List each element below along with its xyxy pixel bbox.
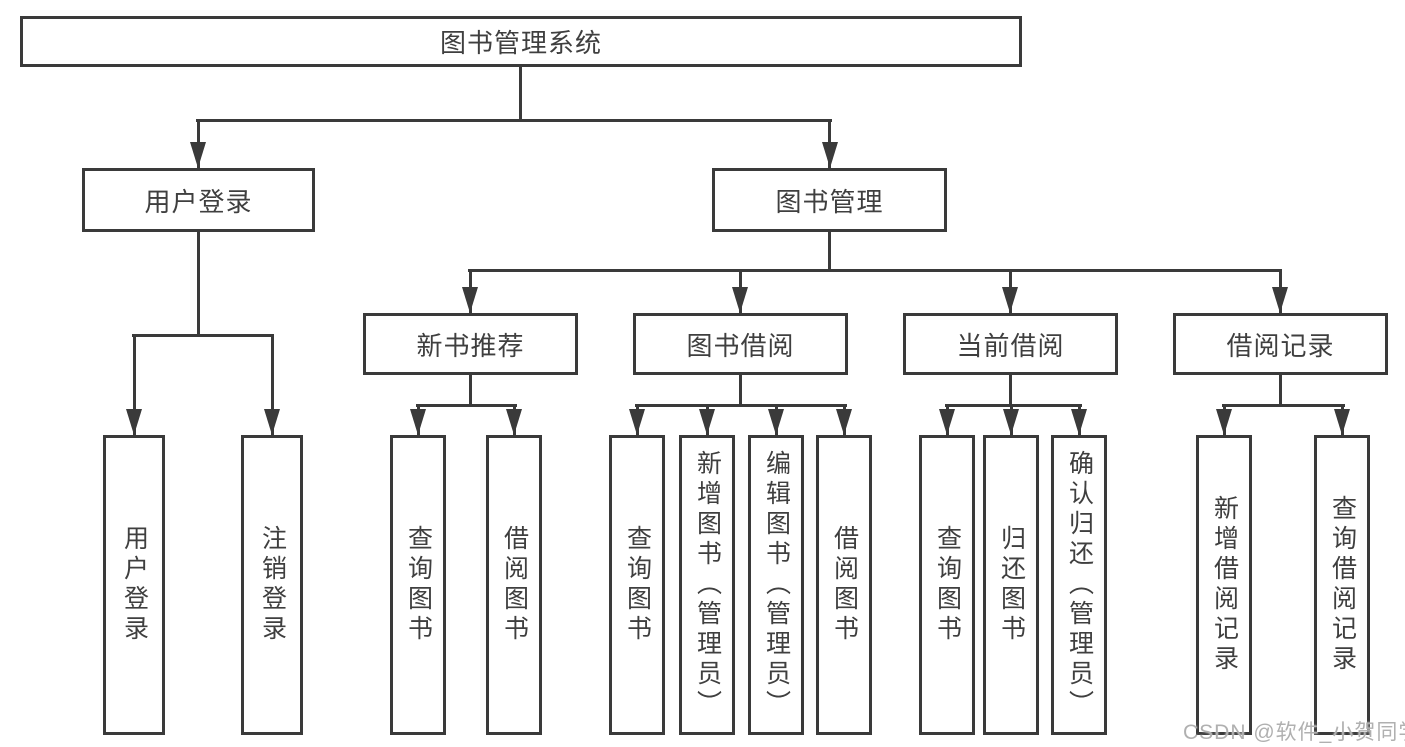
connector-root-bar	[196, 119, 832, 122]
connector-new-books-bar	[416, 404, 517, 407]
arrowhead-bb-add	[699, 409, 715, 435]
arrowhead-bb-edit	[768, 409, 784, 435]
connector-root-stem	[519, 65, 522, 121]
arrowhead-book-mgmt	[822, 142, 838, 168]
arrowhead-cb-confirm	[1071, 409, 1087, 435]
leaf-bb-query-books-label: 查询图书	[623, 525, 652, 645]
connector-new-books-stem	[469, 373, 472, 406]
leaf-bb-add-books-admin-label: 新增图书（管理员）	[693, 450, 722, 720]
leaf-br-query-record-label: 查询借阅记录	[1328, 495, 1357, 675]
arrowhead-cb-return	[1003, 409, 1019, 435]
arrowhead-user-login	[190, 142, 206, 168]
arrowhead-bb-query	[629, 409, 645, 435]
node-current-borrow: 当前借阅	[903, 313, 1118, 375]
connector-drop-login-leaf	[133, 334, 136, 435]
node-book-borrow-label: 图书借阅	[686, 330, 795, 361]
node-new-books-label: 新书推荐	[416, 330, 525, 361]
arrowhead-borrow-records	[1272, 287, 1288, 313]
node-user-login: 用户登录	[82, 168, 315, 232]
arrowhead-current-borrow	[1002, 287, 1018, 313]
leaf-cb-return-books: 归还图书	[983, 435, 1039, 735]
leaf-bb-borrow-books-label: 借阅图书	[830, 525, 859, 645]
arrowhead-logout-leaf	[264, 409, 280, 435]
connector-book-mgmt-stem	[828, 230, 831, 271]
leaf-nb-borrow-books: 借阅图书	[486, 435, 542, 735]
node-book-borrow: 图书借阅	[633, 313, 848, 375]
leaf-bb-edit-books-admin: 编辑图书（管理员）	[748, 435, 804, 735]
arrowhead-cb-query	[939, 409, 955, 435]
connector-drop-logout-leaf	[271, 334, 274, 435]
leaf-bb-borrow-books: 借阅图书	[816, 435, 872, 735]
leaf-nb-borrow-books-label: 借阅图书	[500, 525, 529, 645]
connector-book-mgmt-bar	[468, 269, 1282, 272]
leaf-user-login-label: 用户登录	[120, 525, 149, 645]
leaf-cb-return-books-label: 归还图书	[997, 525, 1026, 645]
leaf-nb-query-books: 查询图书	[390, 435, 446, 735]
connector-user-login-stem	[197, 230, 200, 337]
arrowhead-br-add	[1216, 409, 1232, 435]
leaf-cb-query-books: 查询图书	[919, 435, 975, 735]
leaf-bb-add-books-admin: 新增图书（管理员）	[679, 435, 735, 735]
connector-book-borrow-stem	[739, 373, 742, 406]
connector-book-borrow-bar	[635, 404, 847, 407]
leaf-br-add-record-label: 新增借阅记录	[1210, 495, 1239, 675]
arrowhead-nb-query	[410, 409, 426, 435]
node-borrow-records-label: 借阅记录	[1226, 330, 1335, 361]
arrowhead-nb-borrow	[506, 409, 522, 435]
node-user-login-label: 用户登录	[144, 186, 253, 217]
leaf-bb-query-books: 查询图书	[609, 435, 665, 735]
node-book-mgmt: 图书管理	[712, 168, 947, 232]
connector-borrow-records-stem	[1279, 373, 1282, 406]
leaf-cb-confirm-return-admin-label: 确认归还（管理员）	[1065, 450, 1094, 720]
csdn-watermark: CSDN @软件_小贺同学	[1183, 721, 1405, 744]
connector-borrow-records-bar	[1222, 404, 1345, 407]
leaf-br-query-record: 查询借阅记录	[1314, 435, 1370, 735]
leaf-logout: 注销登录	[241, 435, 303, 735]
arrowhead-new-books	[462, 287, 478, 313]
connector-current-borrow-stem	[1009, 373, 1012, 406]
connector-current-borrow-bar	[945, 404, 1082, 407]
node-book-mgmt-label: 图书管理	[775, 186, 884, 217]
arrowhead-login-leaf	[126, 409, 142, 435]
arrowhead-book-borrow	[732, 287, 748, 313]
leaf-cb-query-books-label: 查询图书	[933, 525, 962, 645]
leaf-user-login: 用户登录	[103, 435, 165, 735]
node-root-label: 图书管理系统	[439, 28, 602, 58]
leaf-br-add-record: 新增借阅记录	[1196, 435, 1252, 735]
leaf-logout-label: 注销登录	[258, 525, 287, 645]
node-current-borrow-label: 当前借阅	[956, 330, 1065, 361]
leaf-nb-query-books-label: 查询图书	[404, 525, 433, 645]
node-root: 图书管理系统	[20, 16, 1022, 67]
node-borrow-records: 借阅记录	[1173, 313, 1388, 375]
arrowhead-bb-borrow	[836, 409, 852, 435]
connector-user-login-bar	[132, 334, 274, 337]
arrowhead-br-query	[1334, 409, 1350, 435]
node-new-books: 新书推荐	[363, 313, 578, 375]
leaf-cb-confirm-return-admin: 确认归还（管理员）	[1051, 435, 1107, 735]
leaf-bb-edit-books-admin-label: 编辑图书（管理员）	[762, 450, 791, 720]
